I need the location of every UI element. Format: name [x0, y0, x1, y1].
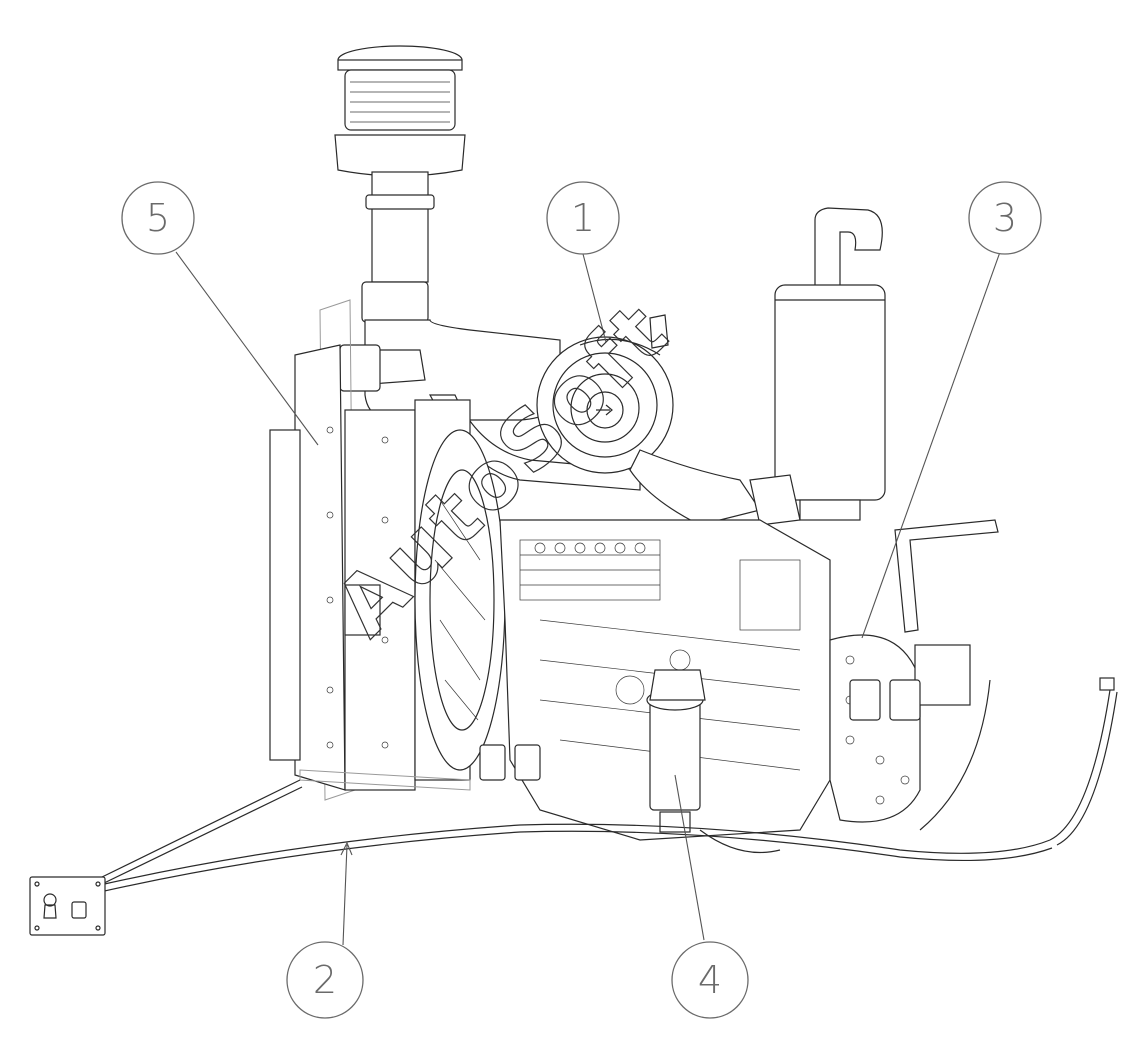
callout-2: 2 — [286, 941, 364, 1019]
muffler — [749, 207, 886, 526]
leader-lines — [175, 251, 1001, 946]
callout-1: 1 — [546, 181, 620, 255]
callout-5: 5 — [121, 181, 195, 255]
turbocharger — [536, 314, 761, 526]
engine-mounts — [479, 679, 921, 781]
callout-2-label: 2 — [313, 958, 337, 1002]
flywheel-housing — [829, 519, 999, 823]
callout-5-label: 5 — [146, 196, 170, 240]
air-cleaner — [334, 45, 466, 323]
control-panel — [29, 876, 106, 936]
callout-4-label: 4 — [698, 958, 722, 1002]
fuel-filter — [646, 669, 706, 833]
callout-1-label: 1 — [571, 196, 595, 240]
callout-4: 4 — [671, 941, 749, 1019]
wiring-harness — [99, 677, 1118, 893]
callout-3: 3 — [968, 181, 1042, 255]
callout-3-label: 3 — [993, 196, 1017, 240]
